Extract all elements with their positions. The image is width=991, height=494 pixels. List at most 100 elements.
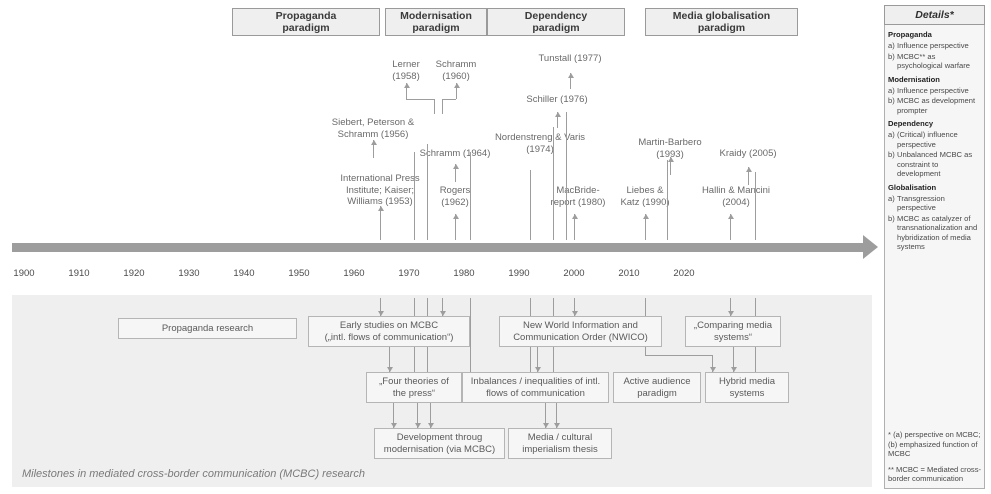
paradigm-box: Modernisation paradigm (385, 8, 487, 36)
milestone-label: Rogers (1962) (439, 185, 471, 208)
axis-connector-vline (470, 152, 471, 240)
details-item-text: (Critical) influence perspective (897, 130, 958, 149)
details-panel-title: Details* (884, 5, 985, 25)
connector-vline (712, 355, 713, 372)
axis-connector-arrowhead-up (571, 214, 578, 219)
connector-vline (373, 140, 374, 158)
connector-arrowhead-down (390, 423, 397, 428)
connector-arrowhead-down (377, 311, 384, 316)
connector-hline (406, 99, 434, 100)
milestone-label: Schiller (1976) (526, 94, 588, 105)
connector-vline (556, 403, 557, 428)
milestone-label: Tunstall (1977) (538, 53, 602, 64)
axis-connector-vline (427, 144, 428, 240)
research-theme-box: Early studies on MCBC („intl. flows of c… (308, 316, 470, 347)
details-section-heading: Propaganda (888, 30, 932, 39)
paradigm-box: Propaganda paradigm (232, 8, 380, 36)
research-theme-box: New World Information and Communication … (499, 316, 662, 347)
connector-arrowhead-down (534, 367, 541, 372)
milestone-label: Schramm (1964) (419, 148, 491, 159)
research-theme-box: Inbalances / inequalities of intl. flows… (462, 372, 609, 403)
connector-vline (380, 298, 381, 316)
connector-vline (574, 298, 575, 316)
year-tick-label: 1900 (13, 268, 35, 279)
details-item-text: Transgression perspective (897, 193, 945, 212)
axis-connector-vline (414, 152, 415, 240)
connector-vline (417, 403, 418, 428)
connector-arrowhead-up (745, 167, 752, 172)
axis-connector-vline (530, 170, 531, 240)
research-theme-box: Development throug modernisation (via MC… (374, 428, 505, 459)
year-tick-label: 2020 (673, 268, 695, 279)
connector-arrowhead-up (667, 157, 674, 162)
connector-vline (442, 298, 443, 316)
connector-vline (537, 347, 538, 372)
research-theme-box: Propaganda research (118, 318, 297, 339)
axis-connector-vline (574, 214, 575, 240)
paradigm-box: Media globalisation paradigm (645, 8, 798, 36)
details-item-text: MCBC as development prompter (897, 96, 976, 115)
details-item-marker: b) (888, 51, 895, 61)
connector-vline (557, 112, 558, 128)
year-tick-label: 1960 (343, 268, 365, 279)
details-item-text: MCBC as catalyzer of transnationalizatio… (897, 213, 978, 252)
details-footnote: * (a) perspective on MCBC; (b) emphasize… (888, 430, 981, 459)
details-panel (884, 5, 985, 489)
axis-connector-vline (645, 214, 646, 240)
figure-caption: Milestones in mediated cross-border comm… (22, 468, 365, 480)
details-list-item: a)Transgression perspective (888, 194, 983, 213)
timeline-axis-bar (12, 243, 864, 252)
axis-connector-vline (755, 172, 756, 240)
research-theme-box: „Comparing media systems“ (685, 316, 781, 347)
details-list-item: a)Influence perspective (888, 86, 983, 95)
connector-vline (393, 403, 394, 428)
milestone-label: MacBride- report (1980) (550, 185, 606, 208)
details-item-marker: b) (888, 213, 895, 223)
axis-connector-vline (553, 127, 554, 240)
connector-arrowhead-up (554, 112, 561, 117)
details-item-marker: a) (888, 85, 895, 95)
details-list-item: b)Unbalanced MCBC as constraint to devel… (888, 150, 983, 178)
connector-vline (455, 164, 456, 182)
details-item-marker: b) (888, 150, 895, 160)
connector-vline (434, 99, 435, 114)
axis-connector-arrowhead-up (727, 214, 734, 219)
year-tick-label: 2010 (618, 268, 640, 279)
details-item-text: Influence perspective (897, 40, 969, 50)
milestone-label: Liebes & Katz (1990) (620, 185, 670, 208)
details-item-marker: a) (888, 40, 895, 50)
details-item-text: Unbalanced MCBC as constraint to develop… (897, 150, 973, 179)
axis-connector-arrowhead-up (377, 206, 384, 211)
year-tick-label: 1940 (233, 268, 255, 279)
connector-arrowhead-down (427, 423, 434, 428)
details-section-heading: Globalisation (888, 182, 937, 192)
milestone-label: International Press Institute; Kaiser; W… (340, 173, 420, 207)
details-item-marker: b) (888, 96, 895, 106)
research-theme-box: „Four theories of the press“ (366, 372, 462, 403)
year-tick-label: 1930 (178, 268, 200, 279)
connector-arrowhead-up (452, 164, 459, 169)
research-theme-box: Hybrid media systems (705, 372, 789, 403)
connector-vline (670, 157, 671, 175)
year-tick-label: 1950 (288, 268, 310, 279)
details-item-text: MCBC** as psychological warfare (897, 51, 971, 71)
details-footnote: ** MCBC = Mediated cross-border communic… (888, 464, 982, 484)
axis-connector-vline (667, 160, 668, 240)
connector-vline (570, 73, 571, 89)
axis-connector-vline (380, 206, 381, 240)
connector-vline (730, 298, 731, 316)
axis-connector-arrowhead-up (642, 214, 649, 219)
connector-vline (442, 99, 443, 114)
connector-vline (748, 167, 749, 185)
connector-arrowhead-down (709, 367, 716, 372)
connector-arrowhead-down (542, 423, 549, 428)
connector-vline (406, 83, 407, 99)
year-tick-label: 1910 (68, 268, 90, 279)
details-item-marker: a) (888, 193, 895, 203)
details-list-item: a)(Critical) influence perspective (888, 130, 983, 149)
connector-hline (442, 99, 456, 100)
milestone-label: Nordenstreng & Varis (1974) (494, 132, 586, 155)
connector-vline (733, 347, 734, 372)
axis-connector-arrowhead-up (452, 214, 459, 219)
